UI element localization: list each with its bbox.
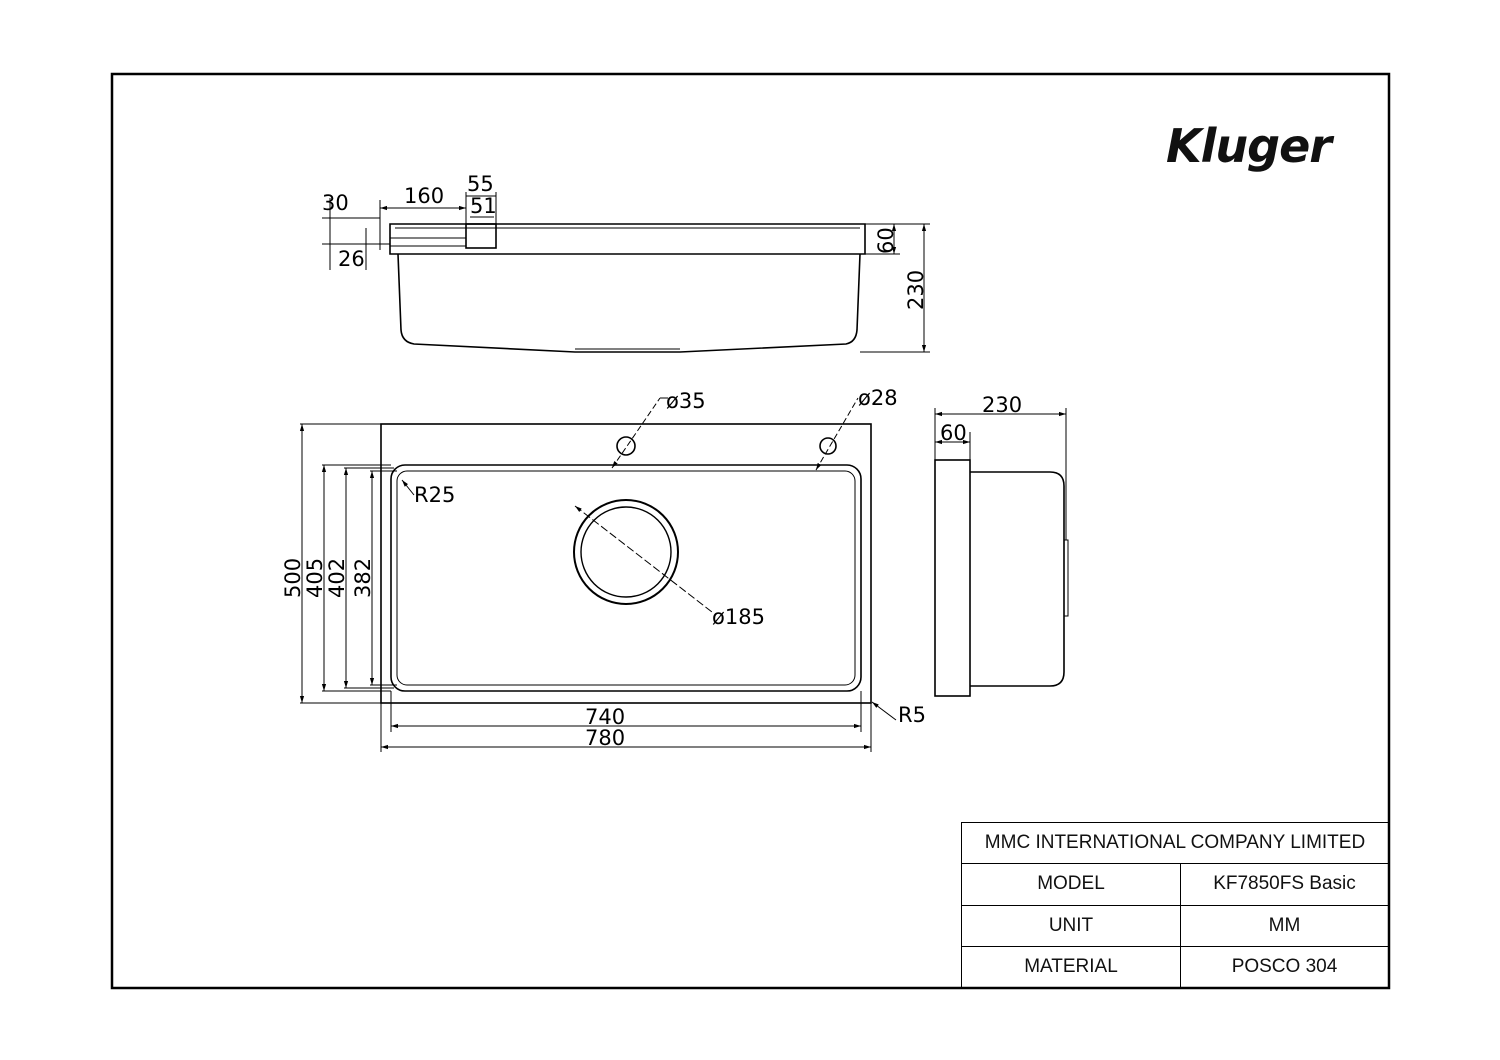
dim-160: 160 [404,184,444,208]
dim-51: 51 [470,194,497,218]
dim-740: 740 [585,705,625,729]
top-view [299,397,897,752]
dim-402: 402 [325,558,349,598]
dim-dia-185: ø185 [712,605,765,629]
dim-55: 55 [467,172,494,196]
kluger-logo: Kluger [1166,119,1336,173]
end-view [934,408,1069,697]
dim-26: 26 [338,247,365,271]
drawing-frame [110,72,1391,990]
dim-500: 500 [281,558,305,598]
side-view-dimensions: 30 160 55 51 26 60 230 [322,172,928,310]
unit-value: MM [1180,904,1389,947]
title-block: MMC INTERNATIONAL COMPANY LIMITED MODEL … [961,821,1389,989]
model-label: MODEL [961,863,1181,906]
dim-780: 780 [585,726,625,750]
dim-dia-28: ø28 [858,386,898,410]
dim-dia-35: ø35 [666,389,706,413]
logo-text: Kluger [1166,119,1335,173]
side-view [322,192,930,353]
end-view-dimensions: 230 60 [940,393,1022,445]
dim-405: 405 [303,558,327,598]
unit-label: UNIT [961,904,1181,947]
dim-60-side: 60 [874,227,898,254]
material-label: MATERIAL [961,945,1181,989]
dim-r5: R5 [898,703,926,727]
model-value: KF7850FS Basic [1180,863,1389,906]
dim-30: 30 [322,191,349,215]
dim-230-side: 230 [904,270,928,310]
dim-r25: R25 [414,483,455,507]
material-value: POSCO 304 [1180,945,1389,989]
dim-230-end: 230 [982,393,1022,417]
dim-382: 382 [351,558,375,598]
top-view-dimensions: ø35 ø28 R25 ø185 500 405 402 382 740 780… [281,386,926,750]
company-name: MMC INTERNATIONAL COMPANY LIMITED [961,821,1389,865]
dim-60-end: 60 [940,421,967,445]
